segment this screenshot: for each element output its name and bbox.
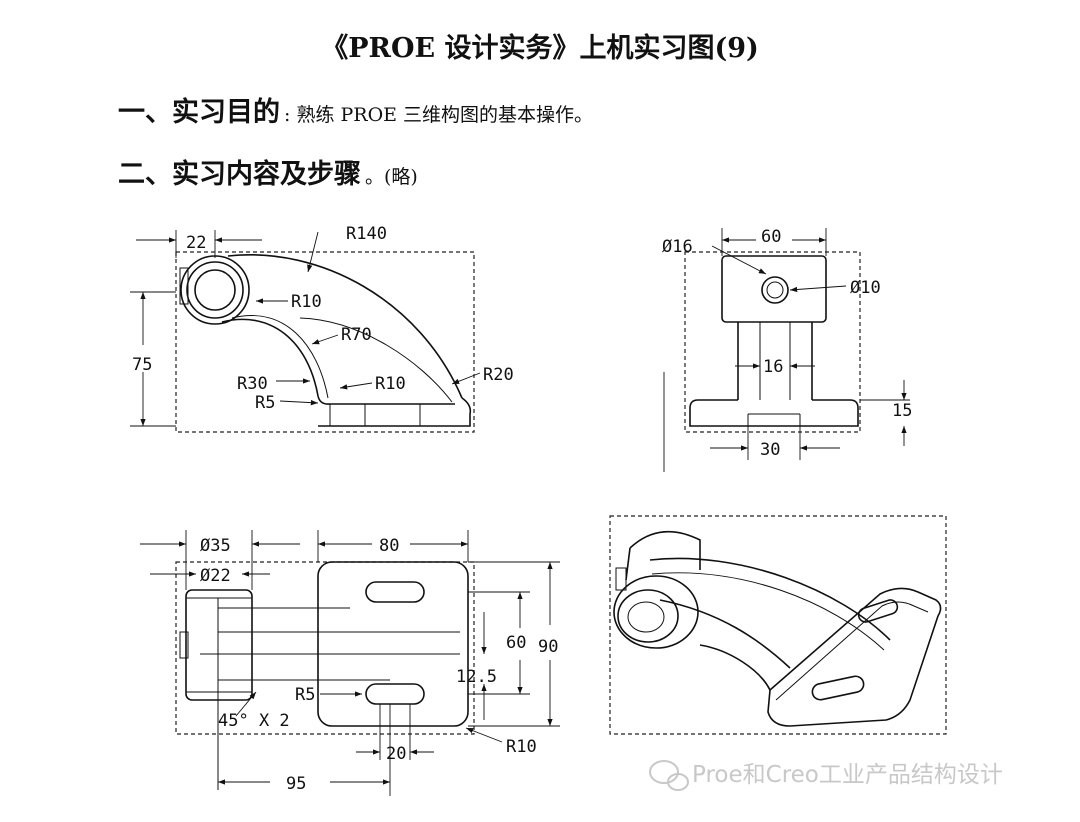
top-view: Ø35 Ø22 80 60 90 12.5 R5 45° X 2 20 R10 (140, 530, 560, 796)
watermark: Proe和Creo工业产品结构设计 (649, 760, 1003, 791)
watermark-text: Proe和Creo工业产品结构设计 (692, 762, 1003, 788)
dim-12-5: 12.5 (456, 667, 497, 687)
section-steps-label: 二、实习内容及步骤 (118, 159, 361, 190)
dim-r10-arm: R10 (375, 374, 406, 394)
dim-75: 75 (132, 355, 152, 375)
section-steps: 二、实习内容及步骤。(略) (118, 152, 418, 191)
dim-15: 15 (892, 401, 912, 421)
wechat-icon (649, 760, 689, 791)
isometric-view (609, 515, 947, 735)
dim-r10-boss: R10 (291, 292, 322, 312)
dim-r30: R30 (237, 374, 268, 394)
dim-d10: Ø10 (850, 278, 881, 298)
section-steps-text: 。(略) (365, 166, 418, 188)
dim-r5: R5 (255, 393, 275, 413)
dim-r140: R140 (346, 224, 387, 244)
dim-95: 95 (286, 774, 306, 794)
front-view: 22 R140 R10 R70 75 R30 R10 R20 R5 (130, 224, 514, 433)
dim-20: 20 (386, 744, 406, 764)
dim-60: 60 (761, 227, 781, 247)
dim-16: 16 (763, 357, 783, 377)
dim-30: 30 (760, 440, 780, 460)
dim-r10-corner: R10 (506, 737, 537, 757)
dim-d35: Ø35 (200, 536, 231, 556)
dim-22: 22 (186, 233, 206, 253)
dim-r70: R70 (341, 325, 372, 345)
dim-r20: R20 (483, 365, 514, 385)
document-title: 《PROE 设计实务》上机实习图(9) (321, 33, 759, 64)
section-purpose-text: : 熟练 PROE 三维构图的基本操作。 (284, 104, 594, 126)
dim-d22: Ø22 (200, 566, 231, 586)
dim-chamfer: 45° X 2 (218, 711, 290, 731)
dim-90: 90 (538, 637, 558, 657)
dim-d16: Ø16 (662, 237, 693, 257)
section-purpose: 一、实习目的: 熟练 PROE 三维构图的基本操作。 (118, 90, 593, 129)
dim-60-top: 60 (506, 633, 526, 653)
section-purpose-label: 一、实习目的 (118, 97, 280, 128)
dim-80: 80 (379, 536, 399, 556)
dim-r5-slot: R5 (295, 685, 315, 705)
side-view: 60 Ø16 Ø10 16 15 30 (662, 227, 912, 472)
